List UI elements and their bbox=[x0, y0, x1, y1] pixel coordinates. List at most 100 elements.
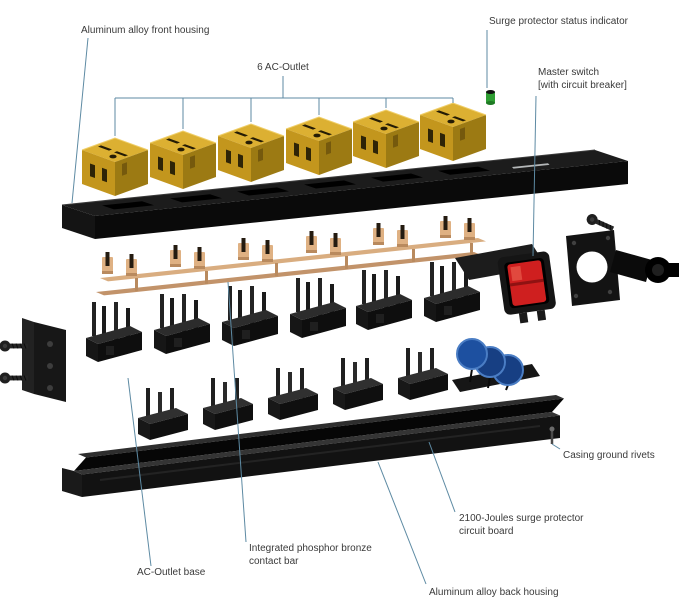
leader-outlet-bracket bbox=[114, 76, 454, 136]
indicator-cap bbox=[486, 90, 495, 94]
switch-pin bbox=[518, 312, 529, 324]
outlet-base-9 bbox=[268, 368, 318, 420]
outlet-hole-2 bbox=[170, 194, 222, 203]
bracket-hole bbox=[573, 293, 579, 299]
cord-strain-relief bbox=[610, 250, 652, 282]
front-housing-edge-highlight bbox=[61, 149, 596, 206]
cord-end-core bbox=[652, 264, 664, 276]
label-contact-bar-2: contact bar bbox=[249, 556, 299, 567]
ac-outlet-5 bbox=[352, 109, 420, 169]
outlet-base-11 bbox=[398, 348, 448, 400]
contact-clip bbox=[126, 254, 137, 276]
cord-stub bbox=[666, 263, 679, 277]
contact-clip bbox=[194, 247, 205, 269]
contact-clip bbox=[330, 233, 341, 255]
contact-clip bbox=[373, 223, 384, 245]
front-housing-front bbox=[95, 161, 628, 239]
bracket-hole bbox=[47, 363, 53, 369]
varistor-disc bbox=[456, 338, 488, 370]
switch-rocker-split bbox=[509, 278, 544, 287]
contact-clip bbox=[262, 240, 273, 262]
label-circuit-board-2: circuit board bbox=[459, 526, 513, 537]
label-master-switch-2: [with circuit breaker] bbox=[538, 80, 627, 91]
contact-clip bbox=[238, 238, 249, 260]
bracket-hole bbox=[47, 341, 53, 347]
contact-bar bbox=[96, 216, 486, 296]
label-circuit-board-1: 2100-Joules surge protector bbox=[459, 513, 584, 524]
leader-circuit-board bbox=[428, 441, 456, 513]
bracket-hole bbox=[605, 235, 611, 241]
leader-outlet-base bbox=[127, 377, 152, 567]
leader-ground-rivets bbox=[551, 443, 561, 450]
outlet-base-10 bbox=[333, 358, 383, 410]
outlet-base-1 bbox=[86, 302, 142, 362]
front-housing-end bbox=[62, 205, 95, 239]
ac-outlet-4 bbox=[285, 116, 353, 176]
back-housing-front-face bbox=[82, 415, 560, 497]
master-switch bbox=[497, 251, 556, 324]
outlet-hole-3 bbox=[237, 187, 289, 196]
left-mount-bracket bbox=[22, 318, 66, 402]
contact-rail-upper bbox=[100, 238, 486, 282]
contact-post bbox=[135, 278, 138, 291]
contact-post bbox=[345, 256, 348, 269]
right-mount-bracket bbox=[566, 230, 620, 306]
outlet-base-5 bbox=[356, 270, 412, 330]
leader-front-housing bbox=[71, 37, 89, 204]
power-cord bbox=[610, 250, 679, 283]
contact-clip bbox=[102, 252, 113, 274]
leader-contact-bar bbox=[227, 281, 247, 543]
surge-circuit-board bbox=[452, 338, 540, 392]
leader-master-switch bbox=[532, 95, 537, 257]
label-back-housing: Aluminum alloy back housing bbox=[429, 587, 559, 598]
front-housing bbox=[61, 149, 628, 239]
ac-outlet-6 bbox=[419, 102, 487, 162]
labels: Aluminum alloy front housing 6 AC-Outlet… bbox=[81, 16, 655, 598]
contact-clip bbox=[440, 216, 451, 238]
leader-back-housing bbox=[377, 461, 427, 585]
outlet-base-4 bbox=[290, 278, 346, 338]
back-housing-front-rail bbox=[74, 412, 560, 475]
contact-post bbox=[205, 271, 208, 284]
contact-clip bbox=[397, 225, 408, 247]
contact-clip bbox=[170, 245, 181, 267]
contact-post bbox=[412, 249, 415, 262]
outlet-hole-6 bbox=[438, 166, 490, 175]
back-housing-channel bbox=[74, 398, 564, 471]
contact-post bbox=[470, 243, 473, 256]
back-housing bbox=[62, 395, 564, 497]
switch-pin bbox=[536, 309, 547, 321]
bracket-hole bbox=[607, 289, 613, 295]
outlet-hole-1 bbox=[102, 201, 154, 210]
bracket-hole bbox=[571, 240, 577, 246]
switch-rocker-highlight bbox=[510, 265, 523, 282]
brand-mark bbox=[512, 163, 550, 169]
outlet-base-2 bbox=[154, 294, 210, 354]
outlet-hole-4 bbox=[304, 180, 356, 189]
back-housing-rear-rail bbox=[78, 395, 564, 458]
label-front-housing: Aluminum alloy front housing bbox=[81, 25, 209, 36]
outlet-base-8 bbox=[203, 378, 253, 430]
ac-outlet-2 bbox=[149, 130, 217, 190]
ac-outlet-1 bbox=[81, 137, 149, 197]
bracket-hole bbox=[47, 385, 53, 391]
label-master-switch-1: Master switch bbox=[538, 67, 599, 78]
status-indicator bbox=[486, 90, 495, 105]
contact-clip bbox=[464, 218, 475, 240]
back-housing-highlight bbox=[99, 425, 541, 481]
leader-lines bbox=[71, 30, 561, 585]
ground-rivet bbox=[549, 426, 555, 444]
contact-rail-lower bbox=[96, 252, 482, 296]
label-ground-rivets: Casing ground rivets bbox=[563, 450, 655, 461]
ac-outlet-3 bbox=[217, 123, 285, 183]
outlet-base-7 bbox=[138, 388, 188, 440]
contact-post bbox=[275, 263, 278, 276]
label-status-indicator: Surge protector status indicator bbox=[489, 16, 629, 27]
outlet-hole-5 bbox=[371, 173, 423, 182]
contact-clip bbox=[306, 231, 317, 253]
label-outlet-base: AC-Outlet base bbox=[137, 567, 206, 578]
label-ac-outlet: 6 AC-Outlet bbox=[257, 62, 309, 73]
back-housing-end-cap bbox=[62, 468, 82, 497]
bracket-cord-hole bbox=[576, 251, 608, 283]
